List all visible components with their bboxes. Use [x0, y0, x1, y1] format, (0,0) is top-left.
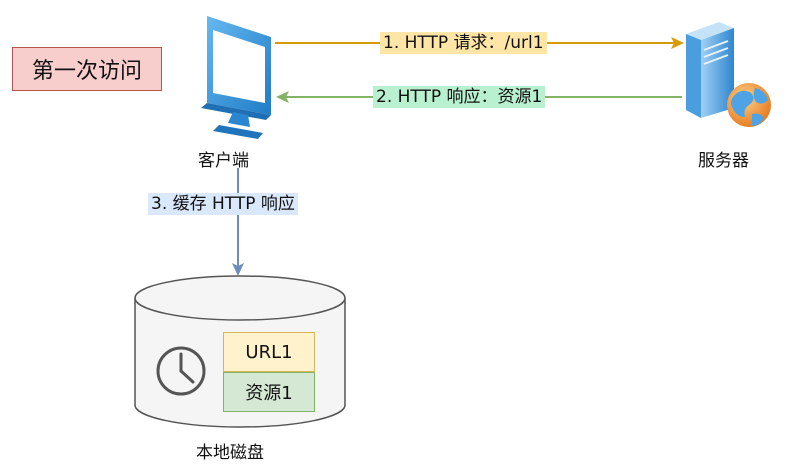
- cache-label: 3. 缓存 HTTP 响应: [148, 193, 298, 215]
- cache-key-cell: URL1: [223, 332, 315, 372]
- disk-label: 本地磁盘: [196, 443, 264, 463]
- server-label: 服务器: [698, 151, 749, 171]
- clock-icon: [156, 346, 206, 396]
- page-title: 第一次访问: [12, 47, 162, 91]
- response-label: 2. HTTP 响应：资源1: [373, 86, 546, 108]
- cache-value-cell: 资源1: [223, 372, 315, 412]
- client-computer-icon: [201, 16, 271, 139]
- client-label: 客户端: [198, 151, 249, 171]
- cache-arrow: [232, 168, 244, 276]
- server-icon: [686, 22, 771, 127]
- request-label: 1. HTTP 请求：/url1: [380, 32, 547, 54]
